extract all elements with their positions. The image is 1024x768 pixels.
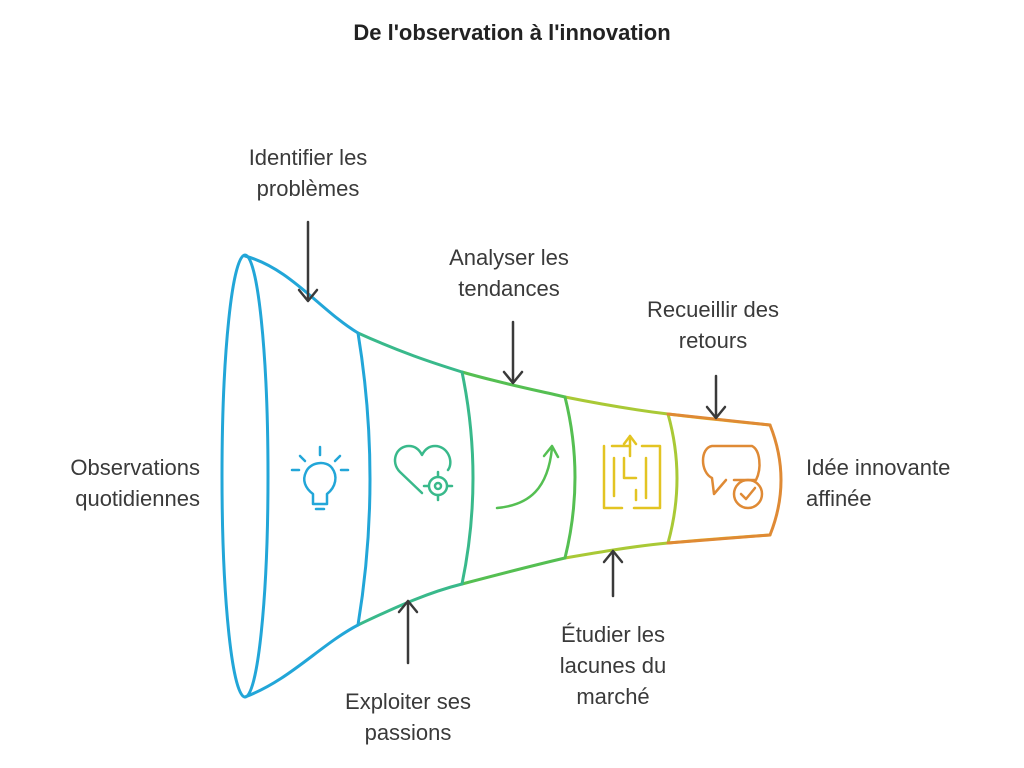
label-study-market-gaps: Étudier les lacunes du marché bbox=[559, 622, 667, 709]
funnel-segment-5 bbox=[666, 412, 772, 545]
arrow-trends bbox=[502, 320, 524, 385]
funnel-ring-3 bbox=[563, 395, 577, 560]
heart-gear-icon bbox=[393, 444, 454, 502]
label-analyze-trends: Analyser les tendances bbox=[449, 245, 569, 301]
funnel-segment-3 bbox=[460, 370, 567, 586]
label-exploit-passions: Exploiter ses passions bbox=[345, 689, 471, 745]
label-refined-idea: Idée innovante affinée bbox=[806, 455, 951, 511]
label-daily-observations: Observations quotidiennes bbox=[70, 455, 200, 511]
speech-bubble-check-icon bbox=[701, 444, 764, 510]
funnel-segment-4 bbox=[563, 395, 670, 560]
funnel-ring-4 bbox=[666, 412, 679, 545]
funnel-segment-1 bbox=[243, 254, 360, 699]
lightbulb-icon bbox=[290, 445, 350, 511]
label-collect-feedback: Recueillir des retours bbox=[646, 297, 780, 353]
arrow-identify bbox=[297, 220, 319, 303]
funnel-segment-2 bbox=[356, 331, 464, 627]
funnel-ring-2 bbox=[460, 370, 475, 586]
arrow-feedback bbox=[705, 374, 727, 420]
label-identify-problems: Identifier les problèmes bbox=[248, 145, 368, 201]
arrow-passions bbox=[397, 599, 419, 665]
trend-arrow-icon bbox=[495, 444, 560, 510]
maze-icon bbox=[602, 434, 662, 510]
page-title: De l'observation à l'innovation bbox=[353, 20, 671, 45]
funnel-ring-1 bbox=[356, 331, 372, 627]
funnel-mouth bbox=[220, 253, 270, 699]
funnel-segment-6 bbox=[666, 412, 783, 545]
arrow-gaps bbox=[602, 549, 624, 598]
